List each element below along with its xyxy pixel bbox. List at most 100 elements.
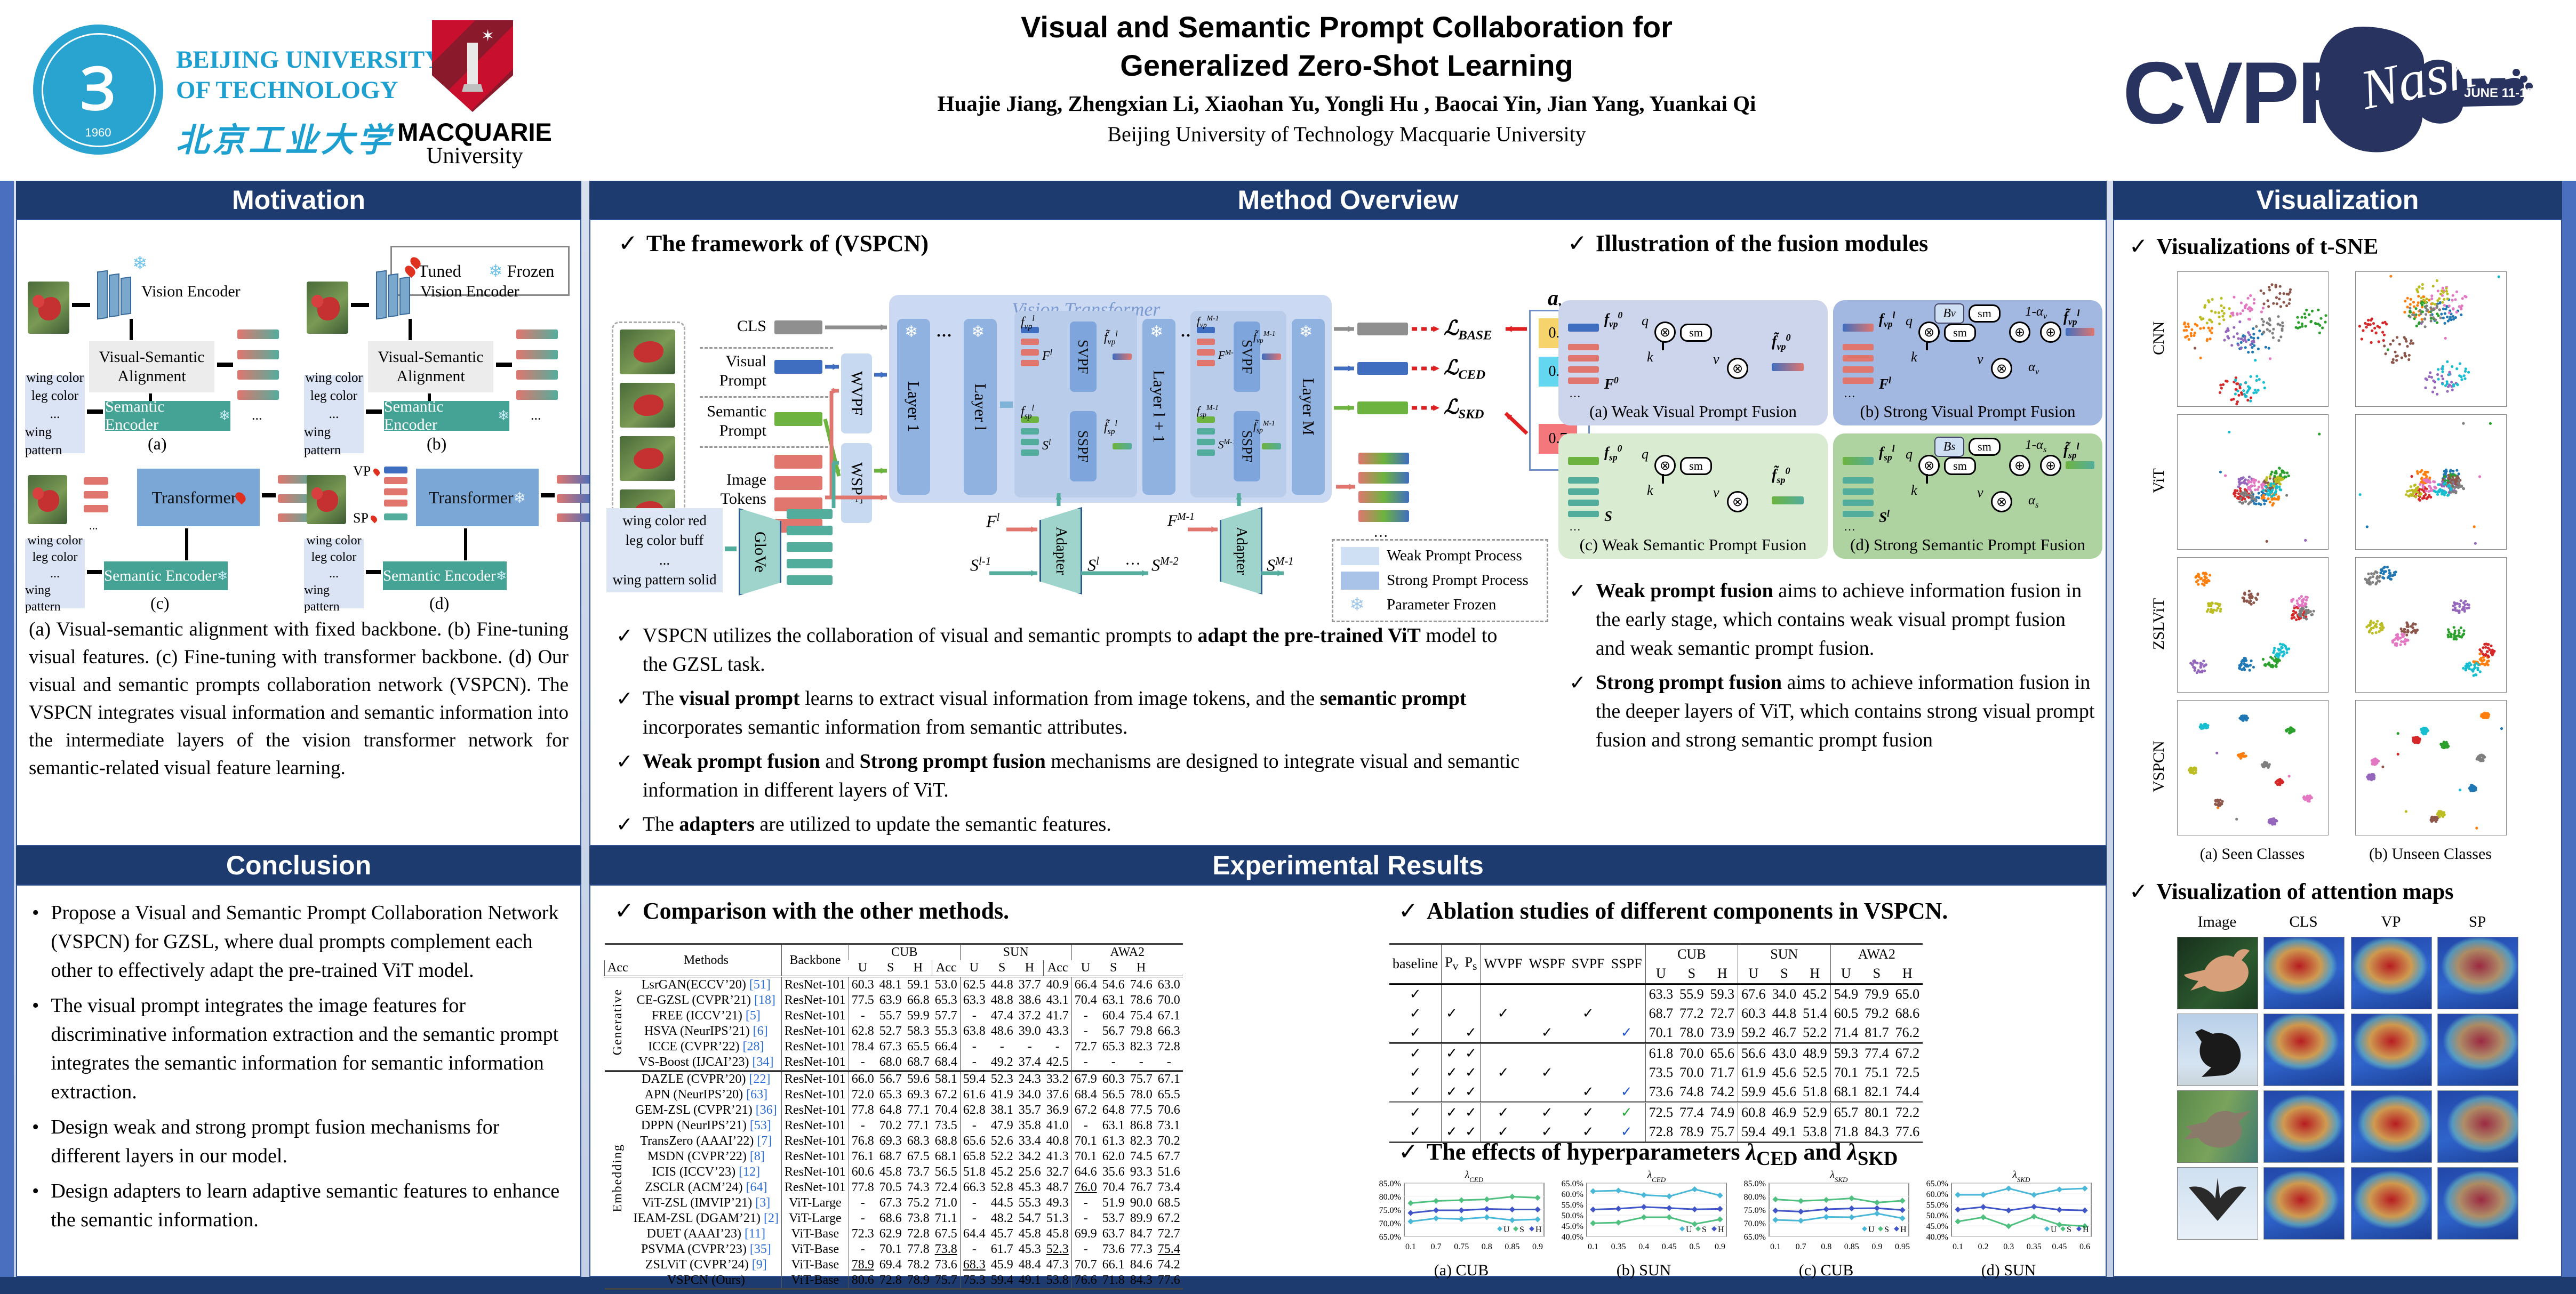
S-m1-label: SM-1 [1267, 555, 1294, 575]
bjut-logo-year: 1960 [85, 126, 111, 139]
bjut-logo-ring [42, 33, 156, 147]
attention-input-image [2177, 1014, 2258, 1086]
token-bar [1843, 500, 1874, 506]
chart-caption: (c) CUB [1798, 1261, 1854, 1279]
svg-text:0.4: 0.4 [1638, 1242, 1649, 1251]
tuned-frozen-legend: Tuned ❄ Frozen [390, 246, 570, 296]
svg-text:H: H [1900, 1225, 1907, 1234]
weak-process-label: Weak Prompt Process [1387, 547, 1522, 564]
weak-process-swatch [1341, 547, 1379, 565]
spread-wing-bird-icon [2189, 1178, 2246, 1221]
prompt-bar [1568, 457, 1599, 465]
motivation-caption: (a) Visual-semantic alignment with fixed… [29, 618, 569, 779]
svg-text:0.3: 0.3 [2003, 1242, 2014, 1251]
fvp-out-label: f̃vpM-1 [1253, 329, 1276, 345]
svg-text:65.0%: 65.0% [1379, 1233, 1401, 1242]
semantic-feature-bar [1358, 472, 1409, 484]
vision-encoder-icon [121, 276, 131, 316]
svg-text:65.0%: 65.0% [1926, 1179, 1948, 1188]
poster-title-line1: Visual and Semantic Prompt Collaboration… [1021, 10, 1673, 44]
attention-heatmap-sp [2437, 1090, 2518, 1163]
token-mini-bar [1197, 360, 1215, 366]
strong-process-label: Strong Prompt Process [1387, 572, 1529, 589]
input-label: Tokens [720, 490, 766, 508]
diagram-sub-label: (a) [148, 434, 167, 453]
svg-text:75.0%: 75.0% [1379, 1206, 1401, 1215]
image-token-bar [774, 476, 822, 490]
tsne-scatter [2355, 271, 2507, 407]
multiply-icon: ⊗ [1991, 358, 2012, 379]
vision-encoder-label: Vision Encoder [420, 283, 519, 300]
macquarie-name1: MACQUARIE [397, 118, 552, 146]
svg-text:λSKD: λSKD [2012, 1169, 2030, 1184]
input2-label: F0 [1604, 375, 1619, 392]
token-bar [1568, 488, 1599, 495]
semantic-prompt-bar [774, 412, 822, 426]
token-mini-bar [1197, 339, 1215, 345]
crow-icon [2195, 1029, 2241, 1077]
arrow [464, 528, 467, 560]
fvp-label: fvpM-1 [1197, 314, 1219, 329]
S-label: Sl [1042, 438, 1051, 453]
v-label: v [1977, 485, 1983, 500]
input1-label: fspl [1879, 443, 1895, 463]
arrow [217, 363, 233, 367]
snowflake-icon: ❄ [1299, 323, 1313, 341]
svg-text:75.0%: 75.0% [1744, 1206, 1766, 1215]
q-label: q [1642, 313, 1649, 328]
fused-bar [1262, 353, 1281, 360]
attention-heatmap-vp [2351, 1167, 2432, 1240]
svg-text:45.0%: 45.0% [1926, 1222, 1948, 1231]
token-bar [1843, 477, 1874, 484]
multiply-icon: ⊗ [1918, 455, 1940, 476]
token-bar [1568, 511, 1599, 517]
fused-bar [1113, 353, 1132, 360]
fsp-label: fspl [1021, 404, 1034, 421]
svg-text:80.0%: 80.0% [1379, 1193, 1401, 1202]
attention-heatmap-vp [2351, 937, 2432, 1009]
semantic-mini-bar [1021, 449, 1039, 456]
vision-encoder-icon [109, 273, 119, 318]
bird-body [634, 341, 663, 363]
token-bar [1568, 355, 1599, 361]
chart-caption: (d) SUN [1981, 1261, 2036, 1279]
conclusion-bullet: •Design adapters to learn adaptive seman… [32, 1180, 560, 1231]
arrow [262, 493, 276, 497]
svg-text:0.7: 0.7 [1796, 1242, 1806, 1251]
arrow [496, 363, 512, 367]
svg-text:70.0%: 70.0% [1379, 1219, 1401, 1228]
wvpf-box: WVPF [841, 353, 872, 433]
svg-text:0.2: 0.2 [1978, 1242, 1989, 1251]
poster-title-line2: Generalized Zero-Shot Learning [1120, 49, 1573, 82]
left-edge-strip [0, 176, 14, 1294]
output-bar [278, 494, 315, 503]
snowflake-icon: ❄ [1150, 323, 1164, 341]
arrow [409, 319, 412, 340]
input-label: Prompt [719, 422, 766, 439]
diagram-sub-label: (c) [150, 593, 170, 613]
output-bar [237, 329, 279, 339]
svg-text:λSKD: λSKD [1830, 1169, 1848, 1184]
sspf-box: SSPF [1234, 411, 1260, 481]
attention-input-image [2177, 1090, 2258, 1163]
svg-text:0.45: 0.45 [2052, 1242, 2067, 1251]
bird-head [311, 294, 324, 308]
conclusion-bullet: •Design weak and strong prompt fusion me… [32, 1116, 500, 1167]
